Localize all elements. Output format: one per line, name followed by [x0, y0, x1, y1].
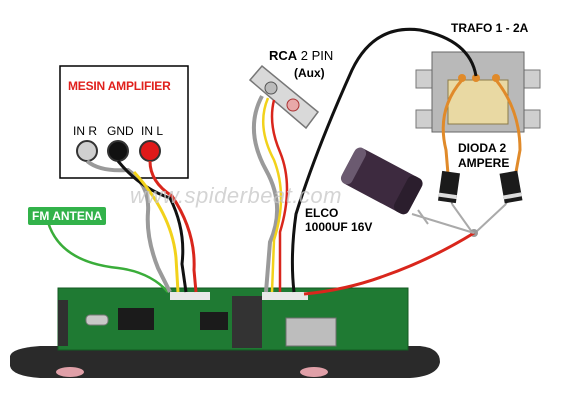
module-base: [10, 346, 440, 378]
terminal-gnd: [107, 140, 129, 162]
rca-aux-label: (Aux): [294, 66, 325, 80]
trafo-label: TRAFO 1 - 2A: [451, 21, 529, 35]
rca-label: RCA 2 PIN: [269, 48, 333, 63]
wire-amp-yellow: [132, 170, 180, 293]
diode-junction: [451, 203, 507, 233]
module-foot-left: [56, 367, 84, 377]
sd-slot: [285, 317, 337, 347]
rca-label-rest: 2 PIN: [297, 48, 334, 63]
wire-amp-black: [116, 160, 188, 293]
dioda-label-line2: AMPERE: [458, 156, 510, 170]
wire-trafo-black: [290, 27, 478, 293]
wire-amp-gray: [85, 159, 172, 293]
capacitor: [340, 147, 475, 234]
pin-label-in-l: IN L: [141, 124, 164, 138]
wire-fm-antenna: [46, 221, 169, 293]
diode-left: [437, 170, 461, 205]
module-foot-right: [300, 367, 328, 377]
connector-header: [170, 292, 210, 300]
diode-right: [499, 170, 523, 205]
chip-2: [200, 312, 228, 330]
elco-label-line1: ELCO: [305, 206, 339, 220]
connector-header-2: [262, 292, 308, 300]
wire-rca-gray: [251, 95, 280, 293]
rca-plate: [248, 64, 320, 130]
chip: [118, 308, 154, 330]
wire-trafo-orange-left: [441, 79, 464, 175]
dioda-label: DIODA 2 AMPERE: [458, 141, 509, 171]
pcb-left-edge: [58, 300, 68, 346]
wire-amp-red: [148, 160, 198, 293]
dark-block: [232, 296, 262, 348]
wire-rca-yellow: [262, 97, 283, 293]
amplifier-title: MESIN AMPLIFIER: [68, 79, 171, 93]
elco-label: ELCO 1000UF 16V: [305, 206, 372, 234]
elco-label-line2: 1000UF 16V: [305, 220, 373, 234]
watermark: www.spiderbeat.com: [130, 183, 342, 208]
fm-antenna-label: FM ANTENA: [28, 207, 107, 225]
wire-rca-red: [270, 99, 289, 292]
dioda-label-line1: DIODA 2: [458, 141, 507, 155]
rca-label-bold: RCA: [269, 48, 298, 63]
terminal-in-l: [139, 140, 161, 162]
crystal: [85, 314, 109, 326]
wire-power-red: [303, 231, 475, 296]
pin-label-in-r: IN R: [73, 124, 97, 138]
terminal-in-r: [76, 140, 98, 162]
wire-trafo-orange-right: [494, 79, 522, 173]
pin-label-gnd: GND: [107, 124, 134, 138]
transformer: [415, 51, 541, 133]
